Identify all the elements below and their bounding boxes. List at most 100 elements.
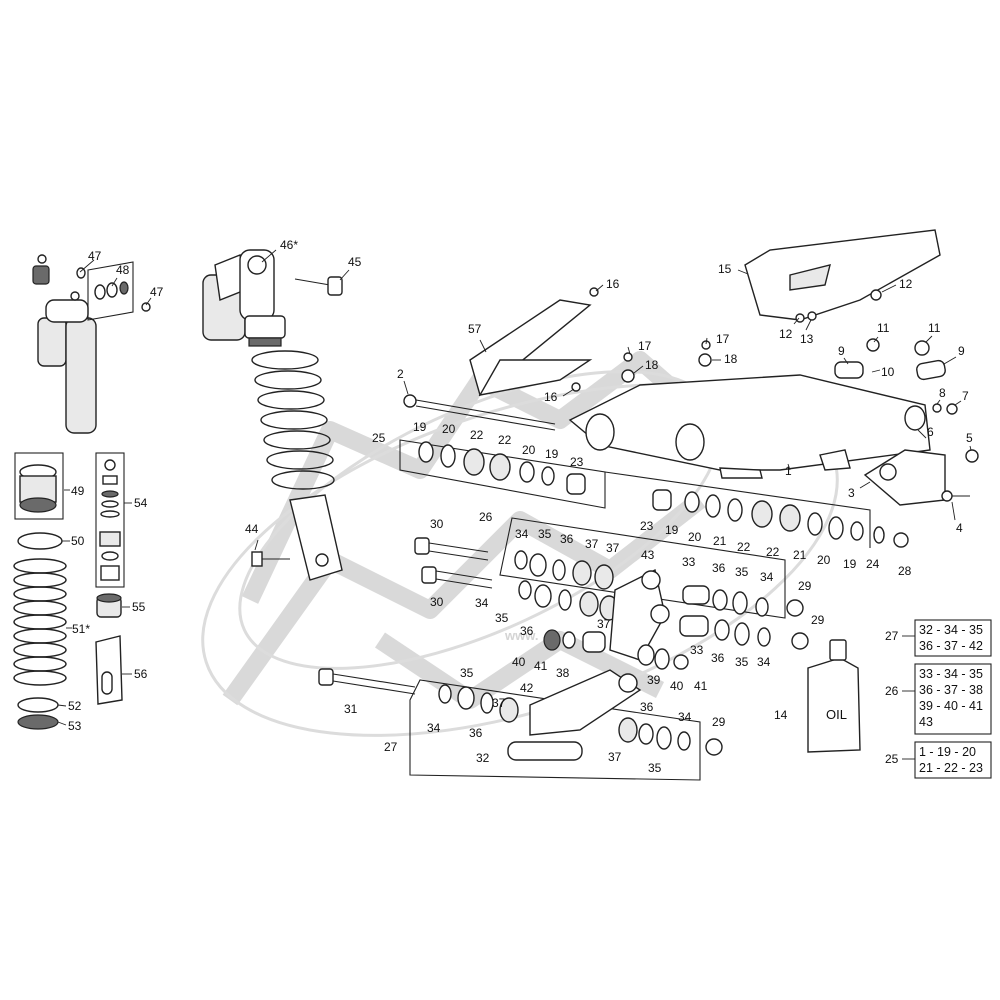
callout-12b: 12 bbox=[779, 327, 793, 341]
kit-25: 1 - 19 - 20 21 - 22 - 23 bbox=[914, 741, 992, 779]
callout-49: 49 bbox=[71, 484, 85, 498]
callout-20c: 20 bbox=[688, 530, 702, 544]
bolt-30-lower bbox=[421, 566, 493, 589]
collar-52-53 bbox=[17, 697, 59, 730]
callout-40a: 40 bbox=[512, 655, 526, 669]
callout-47b: 47 bbox=[150, 285, 164, 299]
callout-41a: 41 bbox=[534, 659, 548, 673]
callout-55: 55 bbox=[132, 600, 146, 614]
oil-bottle-14: OIL bbox=[807, 639, 861, 753]
callout-26b: 26 bbox=[885, 684, 899, 698]
callout-34e: 34 bbox=[427, 721, 441, 735]
kit-27: 32 - 34 - 35 36 - 37 - 42 bbox=[914, 619, 992, 657]
leader-lines bbox=[57, 249, 972, 726]
callout-9b: 9 bbox=[958, 344, 965, 358]
callout-6: 6 bbox=[927, 425, 934, 439]
callout-36f: 36 bbox=[640, 700, 654, 714]
callout-2: 2 bbox=[397, 367, 404, 381]
callout-35f: 35 bbox=[648, 761, 662, 775]
callout-9a: 9 bbox=[838, 344, 845, 358]
chain-guard-15 bbox=[744, 229, 941, 321]
callout-25b: 25 bbox=[885, 752, 899, 766]
callout-35b: 35 bbox=[495, 611, 509, 625]
callout-10: 10 bbox=[881, 365, 895, 379]
kit-26-line-3: 39 - 40 - 41 bbox=[919, 699, 983, 713]
callout-5: 5 bbox=[966, 431, 973, 445]
linkage-group-27 bbox=[409, 669, 701, 781]
callout-33b: 33 bbox=[690, 643, 704, 657]
callout-8: 8 bbox=[939, 386, 946, 400]
callout-47a: 47 bbox=[88, 249, 102, 263]
callout-44: 44 bbox=[245, 522, 259, 536]
bolt-30-upper bbox=[414, 537, 489, 561]
chain-guide-3 bbox=[863, 449, 946, 506]
callout-17a: 17 bbox=[638, 339, 652, 353]
callout-41b: 41 bbox=[694, 679, 708, 693]
callout-19c: 19 bbox=[665, 523, 679, 537]
callout-20a: 20 bbox=[442, 422, 456, 436]
callout-12a: 12 bbox=[899, 277, 913, 291]
callout-34f: 34 bbox=[678, 710, 692, 724]
callout-42: 42 bbox=[520, 681, 534, 695]
callout-36d: 36 bbox=[711, 651, 725, 665]
kit-27-line-1: 32 - 34 - 35 bbox=[919, 623, 983, 637]
kit-26-line-1: 33 - 34 - 35 bbox=[919, 667, 983, 681]
callout-37c: 37 bbox=[597, 617, 611, 631]
callout-45: 45 bbox=[348, 255, 362, 269]
callout-36b: 36 bbox=[520, 624, 534, 638]
piston-stack-54 bbox=[95, 452, 125, 588]
kit-table: 32 - 34 - 35 36 - 37 - 42 33 - 34 - 35 3… bbox=[902, 619, 992, 779]
callout-27b: 27 bbox=[885, 629, 899, 643]
callout-20b: 20 bbox=[522, 443, 536, 457]
callout-17b: 17 bbox=[716, 332, 730, 346]
callout-57: 57 bbox=[468, 322, 482, 336]
callout-33a: 33 bbox=[682, 555, 696, 569]
callout-29c: 29 bbox=[712, 715, 726, 729]
callout-29b: 29 bbox=[811, 613, 825, 627]
callout-39: 39 bbox=[647, 673, 661, 687]
small-shock-assembly bbox=[32, 254, 97, 434]
callout-48: 48 bbox=[116, 263, 130, 277]
callout-15: 15 bbox=[718, 262, 732, 276]
callout-37e: 37 bbox=[608, 750, 622, 764]
callout-35e: 35 bbox=[460, 666, 474, 680]
callout-46: 46* bbox=[280, 238, 298, 252]
bolt-45 bbox=[294, 276, 343, 296]
callout-52: 52 bbox=[68, 699, 82, 713]
spring-51 bbox=[13, 558, 67, 686]
linkage-group-26 bbox=[499, 517, 786, 670]
callout-23a: 23 bbox=[570, 455, 584, 469]
callout-19d: 19 bbox=[843, 557, 857, 571]
callout-34d: 34 bbox=[757, 655, 771, 669]
callout-18b: 18 bbox=[724, 352, 738, 366]
callout-54: 54 bbox=[134, 496, 148, 510]
callout-38: 38 bbox=[556, 666, 570, 680]
callout-21b: 21 bbox=[793, 548, 807, 562]
callout-30a: 30 bbox=[430, 517, 444, 531]
kit-27-line-2: 36 - 37 - 42 bbox=[919, 639, 983, 653]
callout-36a: 36 bbox=[560, 532, 574, 546]
slider-pads-9-11 bbox=[834, 338, 946, 381]
watermark-text: www. bbox=[504, 628, 538, 643]
callout-37b: 37 bbox=[606, 541, 620, 555]
bearing-group-25 bbox=[399, 439, 909, 548]
callout-43: 43 bbox=[641, 548, 655, 562]
callout-29a: 29 bbox=[798, 579, 812, 593]
callout-13: 13 bbox=[800, 332, 814, 346]
callout-19a: 19 bbox=[413, 420, 427, 434]
kit-25-line-1: 1 - 19 - 20 bbox=[919, 745, 976, 759]
callout-56: 56 bbox=[134, 667, 148, 681]
kit-26-line-4: 43 bbox=[919, 715, 933, 729]
callout-31: 31 bbox=[344, 702, 358, 716]
callout-34c: 34 bbox=[760, 570, 774, 584]
spring-seat-50 bbox=[17, 532, 63, 550]
callout-26a: 26 bbox=[479, 510, 493, 524]
callout-1: 1 bbox=[785, 464, 792, 478]
chain-slider-57 bbox=[469, 299, 593, 397]
pivot-axle-2 bbox=[403, 394, 556, 431]
callout-50: 50 bbox=[71, 534, 85, 548]
callout-22d: 22 bbox=[766, 545, 780, 559]
callout-25a: 25 bbox=[372, 431, 386, 445]
callout-34b: 34 bbox=[475, 596, 489, 610]
